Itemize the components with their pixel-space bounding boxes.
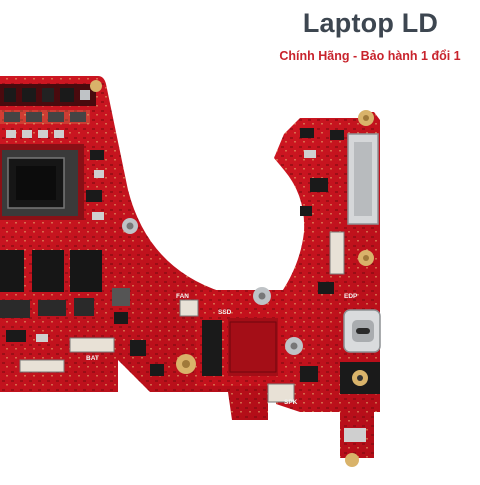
ssd-slot [202, 287, 278, 376]
brand-subtitle: Chính Hãng - Bảo hành 1 đổi 1 [279, 49, 461, 63]
fan-connector [179, 299, 199, 317]
cpu-chip [0, 144, 84, 220]
silkscreen-fan: FAN [176, 293, 189, 300]
edp-connector [318, 231, 374, 294]
top-component-strip [0, 80, 102, 138]
metal-connector [347, 133, 379, 225]
right-top-components [300, 110, 374, 216]
audio-jack [340, 362, 380, 394]
silkscreen-edp: EDP [344, 293, 358, 300]
brand-title: Laptop LD [302, 8, 439, 38]
lower-left-components [6, 330, 196, 376]
small-components-left [86, 150, 138, 234]
silkscreen-spk: SPK [284, 399, 298, 406]
ram-chips [0, 250, 130, 324]
right-lower-components [267, 337, 366, 467]
silkscreen-bat: BAT [86, 355, 99, 362]
silkscreen-ssd: SSD [218, 309, 232, 316]
usb-c-port [343, 309, 381, 353]
